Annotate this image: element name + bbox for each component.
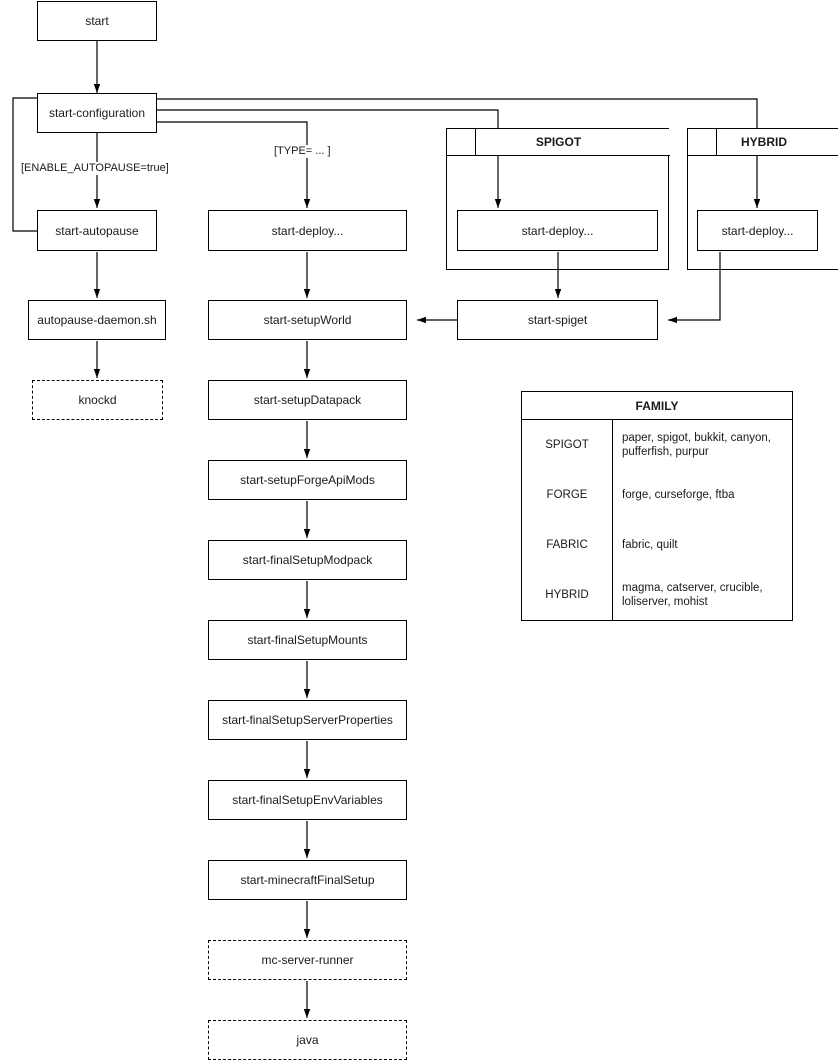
- legend-row-key: HYBRID: [522, 570, 613, 620]
- group-spigot-title-tick: [475, 129, 476, 156]
- legend-row-value: forge, curseforge, ftba: [622, 489, 735, 501]
- node-start-deploy-main[interactable]: start-deploy...: [208, 210, 407, 251]
- group-hybrid-title-tick: [716, 129, 717, 156]
- node-mc-server-runner[interactable]: mc-server-runner: [208, 940, 407, 980]
- legend-row-value: fabric, quilt: [622, 539, 678, 551]
- legend-rows: SPIGOT paper, spigot, bukkit, canyon, pu…: [522, 420, 792, 620]
- node-start-deploy-spigot[interactable]: start-deploy...: [457, 210, 658, 251]
- node-start-autopause[interactable]: start-autopause: [37, 210, 157, 251]
- node-start-finalsetupmounts[interactable]: start-finalSetupMounts: [208, 620, 407, 660]
- legend-row-value: magma, catserver, crucible, loliserver, …: [622, 582, 763, 608]
- legend-row-key: FABRIC: [522, 520, 613, 570]
- node-start-finalsetupmodpack[interactable]: start-finalSetupModpack: [208, 540, 407, 580]
- legend-row-key: FORGE: [522, 470, 613, 520]
- legend-row-key: SPIGOT: [522, 420, 613, 470]
- node-start-minecraftfinalsetup[interactable]: start-minecraftFinalSetup: [208, 860, 407, 900]
- node-start[interactable]: start: [37, 1, 157, 41]
- node-start-spiget[interactable]: start-spiget: [457, 300, 658, 340]
- legend-family-table: FAMILY SPIGOT paper, spigot, bukkit, can…: [521, 391, 793, 621]
- node-start-finalsetupenvvariables[interactable]: start-finalSetupEnvVariables: [208, 780, 407, 820]
- node-start-setupforgeapimods[interactable]: start-setupForgeApiMods: [208, 460, 407, 500]
- node-start-setupdatapack[interactable]: start-setupDatapack: [208, 380, 407, 420]
- legend-title: FAMILY: [522, 392, 792, 420]
- edge-label-type: [TYPE= ... ]: [272, 145, 333, 158]
- legend-row-value: paper, spigot, bukkit, canyon, pufferfis…: [622, 432, 771, 458]
- edge-configuration-to-deploy: [157, 121, 311, 208]
- node-java[interactable]: java: [208, 1020, 407, 1060]
- legend-row: FABRIC fabric, quilt: [522, 520, 792, 570]
- node-start-finalsetupserverproperties[interactable]: start-finalSetupServerProperties: [208, 700, 407, 740]
- node-start-setupworld[interactable]: start-setupWorld: [208, 300, 407, 340]
- legend-row: FORGE forge, curseforge, ftba: [522, 470, 792, 520]
- node-knockd[interactable]: knockd: [32, 380, 163, 420]
- edge-label-enable-autopause: [ENABLE_AUTOPAUSE=true]: [19, 162, 171, 175]
- legend-row: HYBRID magma, catserver, crucible, lolis…: [522, 570, 792, 620]
- node-autopause-daemon[interactable]: autopause-daemon.sh: [28, 300, 166, 340]
- node-start-deploy-hybrid[interactable]: start-deploy...: [697, 210, 818, 251]
- node-start-configuration[interactable]: start-configuration: [37, 93, 157, 133]
- group-hybrid-title: HYBRID: [688, 129, 838, 156]
- legend-row: SPIGOT paper, spigot, bukkit, canyon, pu…: [522, 420, 792, 470]
- group-spigot-title: SPIGOT: [447, 129, 670, 156]
